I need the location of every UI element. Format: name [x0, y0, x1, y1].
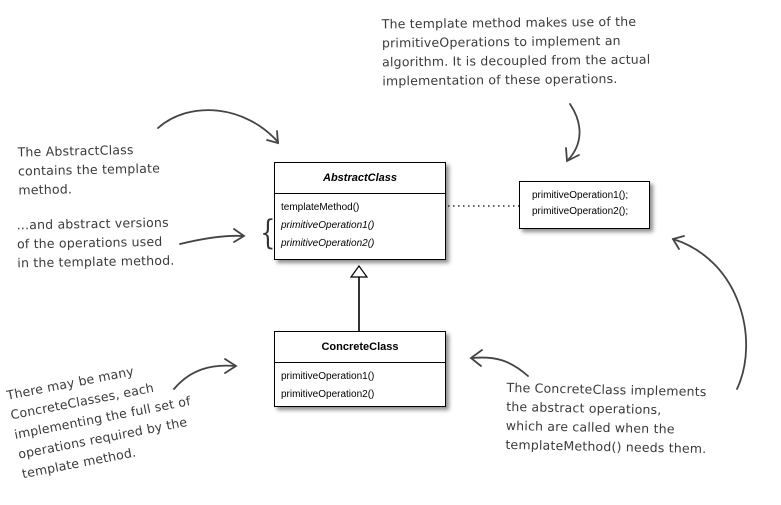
inheritance-triangle	[349, 264, 369, 278]
operation-primitive-1: primitiveOperation1()	[281, 371, 375, 382]
arrowhead	[469, 349, 483, 367]
operation-template-method: templateMethod()	[281, 202, 360, 213]
arrow-to-abstract-ops	[179, 234, 244, 245]
curly-brace: {	[260, 213, 276, 253]
abstract-class-operations: templateMethod() primitiveOperation1() p…	[275, 194, 445, 258]
operation-primitive-2: primitiveOperation2()	[281, 389, 375, 400]
concrete-class-name: ConcreteClass	[275, 332, 445, 363]
abstract-class-name: AbstractClass	[275, 163, 445, 194]
arrowhead	[266, 130, 280, 145]
note-abstract-contains: The AbstractClass contains the template …	[17, 140, 160, 200]
arrow-to-abstract-class	[157, 109, 279, 143]
arrowhead	[671, 235, 685, 250]
arrow-to-template-box	[567, 103, 581, 161]
note-line: in the template method.	[17, 252, 175, 271]
concrete-class-box: ConcreteClass primitiveOperation1() prim…	[274, 331, 446, 407]
note-line: implementation of these operations.	[382, 70, 618, 89]
arrow-to-concrete-class	[173, 364, 236, 390]
arrowhead	[224, 358, 238, 374]
body-line-1: primitiveOperation1();	[532, 190, 629, 201]
note-template-method: The template method makes use of the pri…	[382, 12, 651, 91]
arrowhead	[565, 147, 580, 163]
note-abstract-versions: ...and abstract versions of the operatio…	[17, 213, 175, 273]
note-line: method.	[18, 181, 73, 198]
arrowhead	[233, 228, 246, 243]
note-line: contains the template	[17, 160, 161, 179]
operation-primitive-1: primitiveOperation1()	[281, 220, 375, 231]
operation-primitive-2: primitiveOperation2()	[281, 238, 375, 249]
arrow-to-template-body	[672, 238, 748, 390]
note-concrete-implements: The ConcreteClass implements the abstrac…	[505, 378, 708, 458]
template-method-body: primitiveOperation1(); primitiveOperatio…	[520, 182, 649, 226]
concrete-class-operations: primitiveOperation1() primitiveOperation…	[275, 363, 445, 409]
body-line-2: primitiveOperation2();	[532, 206, 629, 217]
abstract-class-box: AbstractClass templateMethod() primitive…	[274, 162, 446, 260]
template-method-body-box: primitiveOperation1(); primitiveOperatio…	[519, 181, 650, 229]
arrow-to-concrete-ops	[471, 356, 529, 377]
